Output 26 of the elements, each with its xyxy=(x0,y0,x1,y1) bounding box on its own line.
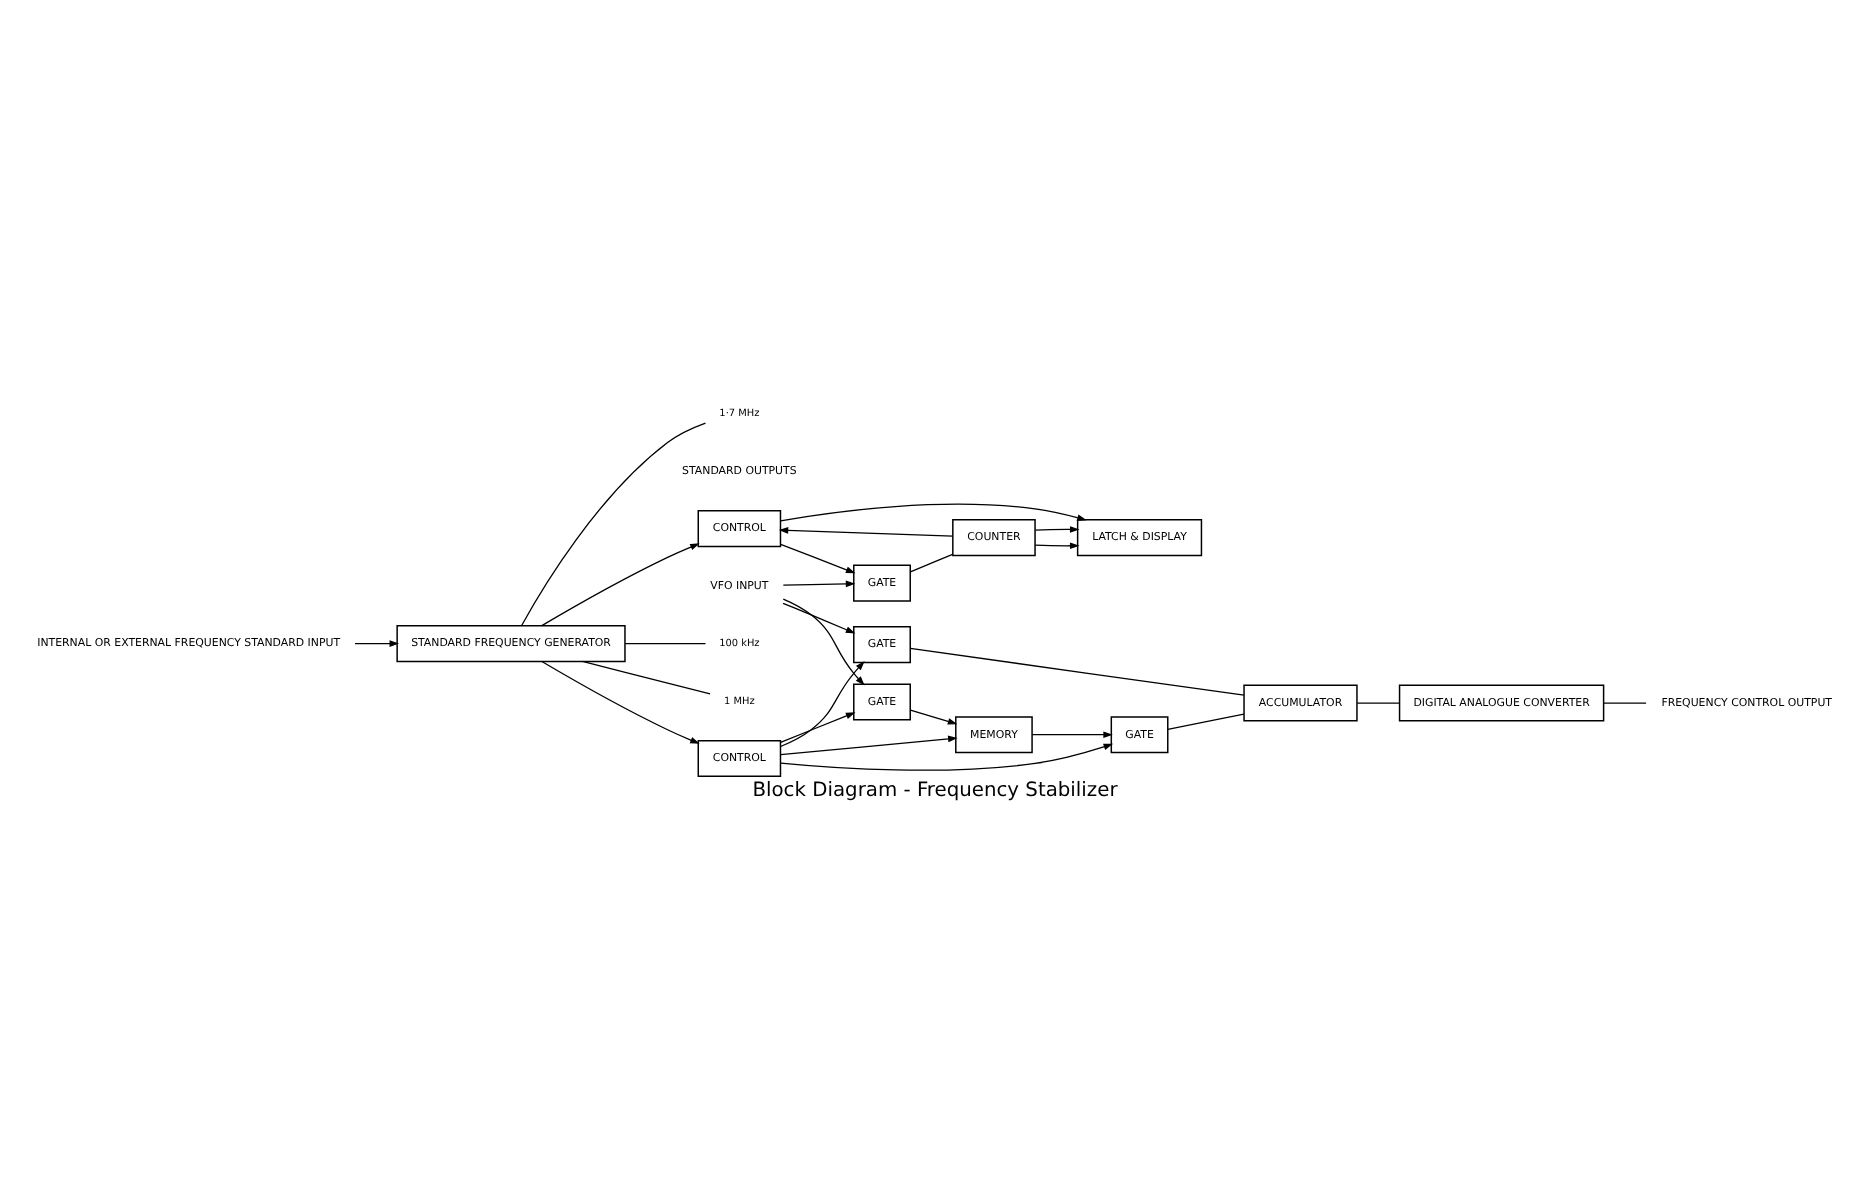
connector xyxy=(624,642,707,645)
arrow xyxy=(1031,731,1113,739)
connector xyxy=(909,553,954,573)
arrow xyxy=(909,709,958,725)
arrow xyxy=(541,543,700,627)
arrow xyxy=(1034,526,1080,533)
arrow xyxy=(780,543,856,574)
connector xyxy=(1356,702,1401,704)
connector xyxy=(520,422,707,627)
arrow xyxy=(541,660,700,744)
arrow xyxy=(778,527,954,537)
arrow xyxy=(782,580,856,588)
arrow xyxy=(1034,542,1080,550)
arrow xyxy=(354,640,400,647)
arrow xyxy=(782,602,856,634)
diagram-title: Block Diagram - Frequency Stabilizer xyxy=(752,780,1118,803)
arrow xyxy=(780,735,958,756)
connector xyxy=(909,647,1245,696)
arrow xyxy=(779,661,865,748)
connector xyxy=(1167,713,1245,730)
arrow xyxy=(779,503,1087,522)
connector xyxy=(581,660,711,695)
arrow xyxy=(780,743,1114,771)
arrow xyxy=(782,598,865,686)
arrow xyxy=(780,712,856,743)
connector xyxy=(1603,702,1647,704)
